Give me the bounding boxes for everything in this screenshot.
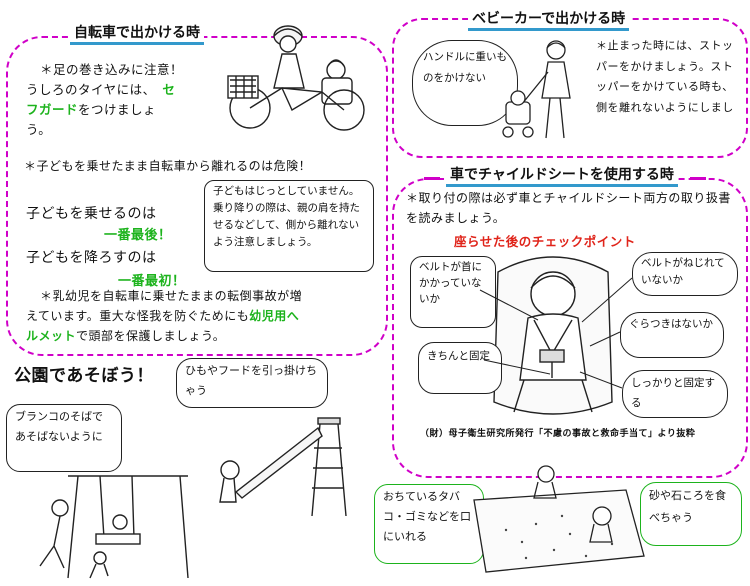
boarding-note-box: 子どもはじっとしていません。乗り降りの際は、親の肩を持たせるなどして、側から離れ… [204, 180, 374, 272]
check-belt-neck: ベルトが首にかかっていないか [410, 256, 496, 328]
sand-eat-text: 砂や石ころを食べちゃう [649, 489, 726, 524]
safe-guard-text-1: セ [149, 82, 176, 97]
check-secure: しっかりと固定する [622, 370, 728, 418]
child-seat-illustration [493, 256, 613, 415]
check-fix-text: きちんと固定 [427, 350, 490, 362]
fall-line-2: えています。重大な怪我を防ぐためにも幼児用へ [26, 306, 376, 326]
sand-eat-bubble: 砂や石ころを食べちゃう [640, 482, 742, 546]
carseat-manual-text: ＊取り付の際は必ず車とチャイルドシート両方の取り扱書を読みましょう。 [406, 191, 731, 225]
unload-emphasis: 一番最初！ [118, 274, 186, 289]
fall-line-3: ルメットで頭部を保護しましょう。 [26, 326, 376, 346]
foot-tire-text: うしろのタイヤには、 [26, 82, 150, 97]
fall-line-2-text: えています。重大な怪我を防ぐためにも [26, 309, 250, 323]
slide-illustration [219, 417, 347, 517]
foot-warning-line: ＊足の巻き込みに注意！ [40, 62, 184, 77]
check-fix: きちんと固定 [418, 342, 502, 394]
stroller-section-title: ベビーカーで出かける時 [468, 8, 630, 31]
bicycle-foot-text: ＊足の巻き込みに注意！ うしろのタイヤには、 セ フガードをつけましょ う。 [26, 60, 216, 140]
helmet-text-1: 幼児用へ [249, 309, 300, 323]
carseat-section-title: 車でチャイルドシートを使用する時 [446, 164, 678, 187]
bicycle-warning-text: ＊子どもを乗せたまま自転車から離れるのは危険！ [24, 159, 312, 173]
carseat-source-text: （財）母子衛生研究所発行「不慮の事故と救命手当て」より抜粋 [420, 429, 696, 439]
slide-hood-bubble: ひもやフードを引っ掛けちゃう [176, 358, 328, 408]
foot-end-line: う。 [26, 122, 52, 137]
fall-line-1: ＊乳幼児を自転車に乗せたままの転倒事故が増 [40, 289, 303, 303]
foot-guard-line: フガードをつけましょ [26, 100, 216, 120]
boarding-note-text: 子どもはじっとしていません。乗り降りの際は、親の肩を持たせるなどして、側から離れ… [213, 185, 360, 248]
fall-line-3-text: で頭部を保護しましょう。 [76, 329, 226, 343]
check-secure-text: しっかりと固定する [631, 377, 715, 409]
swing-illustration [39, 475, 189, 579]
load-emphasis: 一番最後！ [104, 228, 172, 243]
load-label: 子どもを乗せるのは [26, 206, 157, 222]
bicycle-section-title: 自転車で出かける時 [70, 22, 204, 45]
swing-warning-bubble: ブランコのそばであそばないように [6, 404, 122, 472]
stroller-illustration [502, 40, 571, 139]
checkpoint-pointer-lines [479, 277, 633, 389]
carseat-title-dash-left [424, 177, 440, 180]
stroller-handle-bubble: ハンドルに重いものをかけない [412, 40, 518, 126]
bicycle-fall-text: ＊乳幼児を自転車に乗せたままの転倒事故が増 えています。重大な怪我を防ぐためにも… [26, 286, 376, 346]
stroller-stopper-text: ＊止まった時には、ストッパーをかけましょう。ストッパーをかけている時も、側を離れ… [596, 39, 734, 114]
carseat-title-dash-right [690, 177, 706, 180]
park-section-title: 公園であそぼう！ [14, 366, 154, 386]
checkpoint-title: 座らせた後のチェックポイント [454, 234, 636, 249]
foot-guard-tail: をつけましょ [78, 102, 157, 117]
unload-label: 子どもを降ろすのは [26, 250, 157, 266]
foot-tire-line: うしろのタイヤには、 セ [26, 80, 216, 100]
check-belt-twist-text: ベルトがねじれていないか [641, 257, 725, 286]
trash-mouth-bubble: おちているタバコ・ゴミなどを口にいれる [374, 484, 484, 564]
trash-mouth-text: おちているタバコ・ゴミなどを口にいれる [383, 490, 471, 543]
check-wobble: ぐらつきはないか [620, 312, 724, 358]
bicycle-illustration [227, 25, 365, 131]
check-belt-twist: ベルトがねじれていないか [632, 252, 738, 296]
helmet-text-2: ルメット [26, 329, 77, 343]
swing-warning-text: ブランコのそばであそばないように [15, 410, 103, 443]
check-belt-neck-text: ベルトが首にかかっていないか [419, 261, 482, 305]
check-wobble-text: ぐらつきはないか [629, 318, 713, 330]
stroller-handle-text: ハンドルに重いものをかけない [423, 51, 507, 84]
sandbox-illustration [473, 465, 645, 573]
slide-hood-text: ひもやフードを引っ掛けちゃう [185, 364, 317, 397]
safe-guard-text-2: フガード [26, 102, 79, 117]
